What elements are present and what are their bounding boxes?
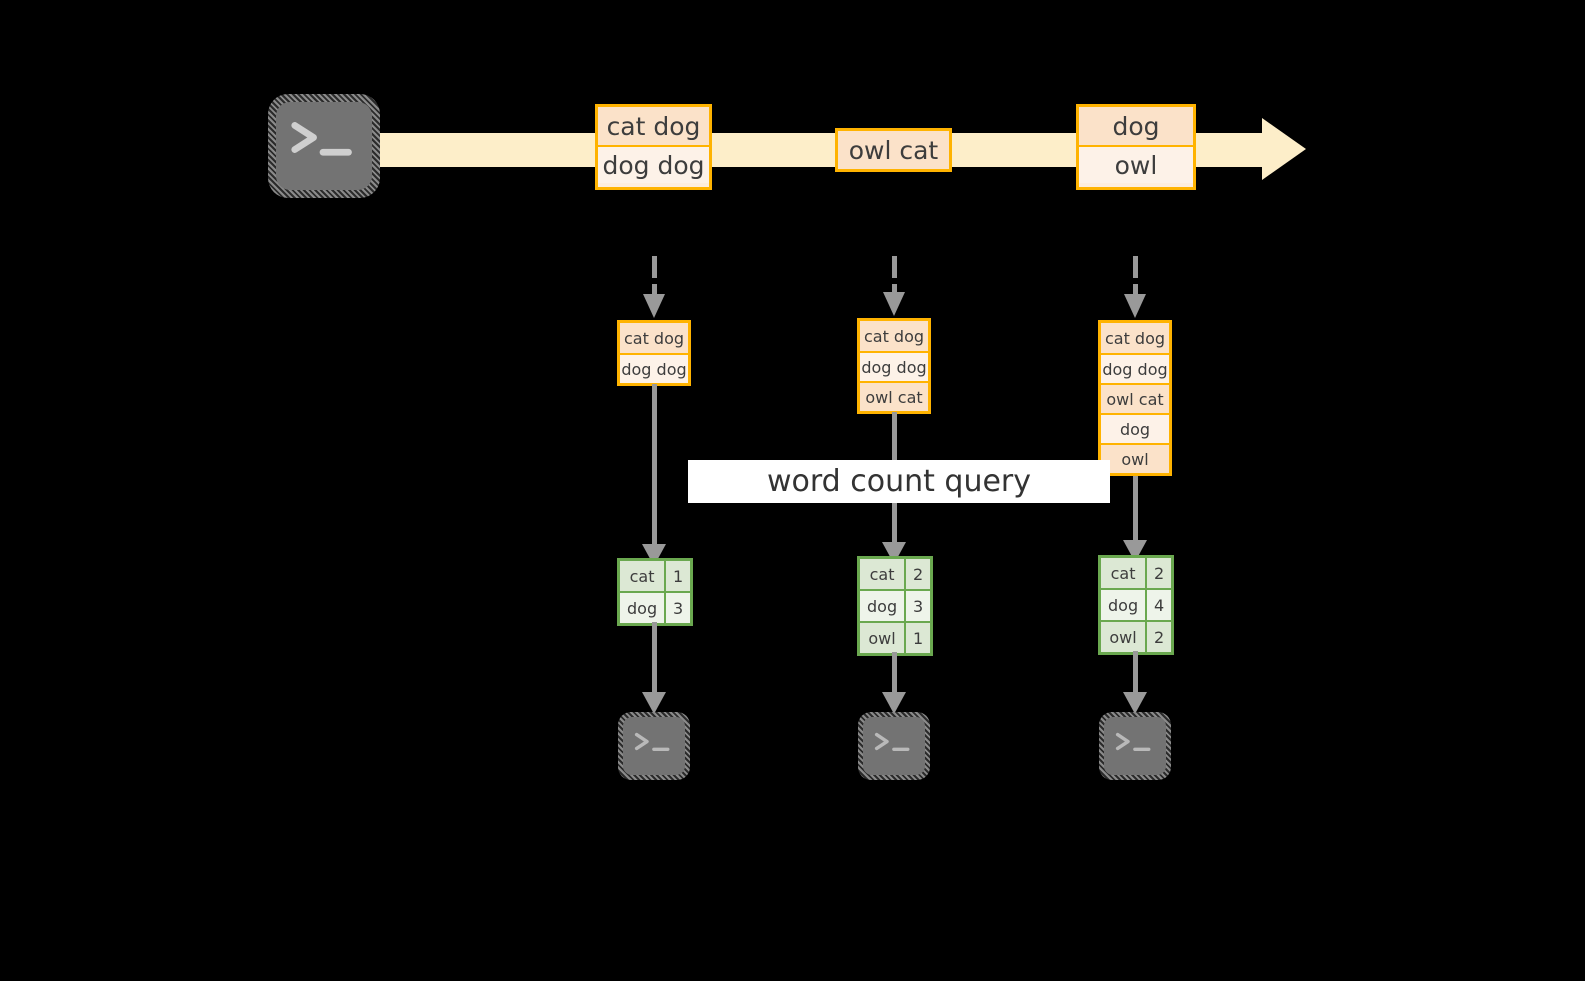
snapshot-3-input-line-3: owl cat [1101, 383, 1169, 413]
trigger-dash-2-b [892, 284, 897, 294]
snapshot-2-result-word-3: owl [860, 623, 905, 653]
query-arrow-1 [652, 384, 657, 550]
snapshot-2-result-word-2: dog [860, 591, 905, 621]
sink-arrow-3 [1133, 651, 1138, 698]
query-label: word count query [688, 460, 1110, 503]
table-row: dog 3 [860, 589, 930, 621]
snapshot-3-result-word-1: cat [1101, 558, 1146, 588]
sink-arrowhead-3 [1123, 692, 1147, 714]
snapshot-1-sink-terminal-icon [618, 712, 690, 780]
snapshot-1-input-table: cat dog dog dog [617, 320, 691, 386]
trigger-arrowhead-3 [1124, 294, 1146, 318]
snapshot-2-sink-terminal-icon [858, 712, 930, 780]
snapshot-3-input-line-2: dog dog [1101, 353, 1169, 383]
stream-event-3-line-1: dog [1079, 107, 1193, 145]
terminal-prompt-icon [874, 732, 910, 751]
table-row: owl 2 [1101, 620, 1171, 652]
stream-event-1-line-2: dog dog [598, 145, 709, 183]
snapshot-2-input-line-3: owl cat [860, 381, 928, 411]
sink-arrow-2 [892, 652, 897, 698]
snapshot-3-result-word-3: owl [1101, 622, 1146, 652]
stream-event-1-line-1: cat dog [598, 107, 709, 145]
snapshot-3-input-line-1: cat dog [1101, 323, 1169, 353]
sink-arrowhead-1 [642, 692, 666, 714]
trigger-dash-2-a [892, 256, 897, 278]
table-row: owl 1 [860, 621, 930, 653]
snapshot-3-result-word-2: dog [1101, 590, 1146, 620]
snapshot-3-result-count-3: 2 [1145, 622, 1171, 652]
snapshot-3-result-count-2: 4 [1145, 590, 1171, 620]
trigger-arrowhead-2 [883, 292, 905, 316]
query-arrow-3 [1133, 476, 1138, 548]
table-row: dog 3 [620, 591, 690, 623]
snapshot-2-sink-terminal-body [863, 717, 925, 775]
terminal-prompt-icon [1115, 732, 1151, 751]
stream-event-2-line-1: owl cat [838, 131, 949, 169]
snapshot-1-result-table: cat 1 dog 3 [617, 558, 693, 626]
terminal-prompt-icon [291, 121, 352, 156]
snapshot-2-result-count-3: 1 [904, 623, 930, 653]
trigger-dash-3-a [1133, 256, 1138, 278]
snapshot-3-sink-terminal-icon [1099, 712, 1171, 780]
source-terminal-body [276, 102, 372, 190]
snapshot-1-result-count-2: 3 [664, 593, 690, 623]
table-row: cat 1 [620, 561, 690, 591]
snapshot-1-sink-terminal-body [623, 717, 685, 775]
snapshot-2-input-line-1: cat dog [860, 321, 928, 351]
sink-arrow-1 [652, 622, 657, 698]
snapshot-2-result-word-1: cat [860, 559, 905, 589]
snapshot-2-result-count-1: 2 [904, 559, 930, 589]
table-row: dog 4 [1101, 588, 1171, 620]
snapshot-2-result-count-2: 3 [904, 591, 930, 621]
snapshot-3-input-line-5: owl [1101, 443, 1169, 473]
snapshot-3-input-line-4: dog [1101, 413, 1169, 443]
table-row: cat 2 [1101, 558, 1171, 588]
stream-event-2: owl cat [835, 128, 952, 172]
stream-event-3: dog owl [1076, 104, 1196, 190]
trigger-dash-3-b [1133, 284, 1138, 296]
terminal-prompt-icon [634, 732, 670, 751]
snapshot-1-input-line-2: dog dog [620, 353, 688, 383]
trigger-arrowhead-1 [643, 294, 665, 318]
snapshot-2-input-table: cat dog dog dog owl cat [857, 318, 931, 414]
trigger-dash-1-b [652, 284, 657, 296]
stream-event-3-line-2: owl [1079, 145, 1193, 183]
table-row: cat 2 [860, 559, 930, 589]
trigger-dash-1-a [652, 256, 657, 278]
stream-band-arrowhead [1262, 118, 1306, 180]
source-terminal-icon [268, 94, 380, 198]
snapshot-1-result-count-1: 1 [664, 561, 690, 591]
snapshot-3-result-count-1: 2 [1145, 558, 1171, 588]
snapshot-3-input-table: cat dog dog dog owl cat dog owl [1098, 320, 1172, 476]
snapshot-1-input-line-1: cat dog [620, 323, 688, 353]
stream-event-1: cat dog dog dog [595, 104, 712, 190]
snapshot-2-result-table: cat 2 dog 3 owl 1 [857, 556, 933, 656]
snapshot-3-result-table: cat 2 dog 4 owl 2 [1098, 555, 1174, 655]
snapshot-3-sink-terminal-body [1104, 717, 1166, 775]
snapshot-1-result-word-2: dog [620, 593, 665, 623]
sink-arrowhead-2 [882, 692, 906, 714]
snapshot-1-result-word-1: cat [620, 561, 665, 591]
snapshot-2-input-line-2: dog dog [860, 351, 928, 381]
